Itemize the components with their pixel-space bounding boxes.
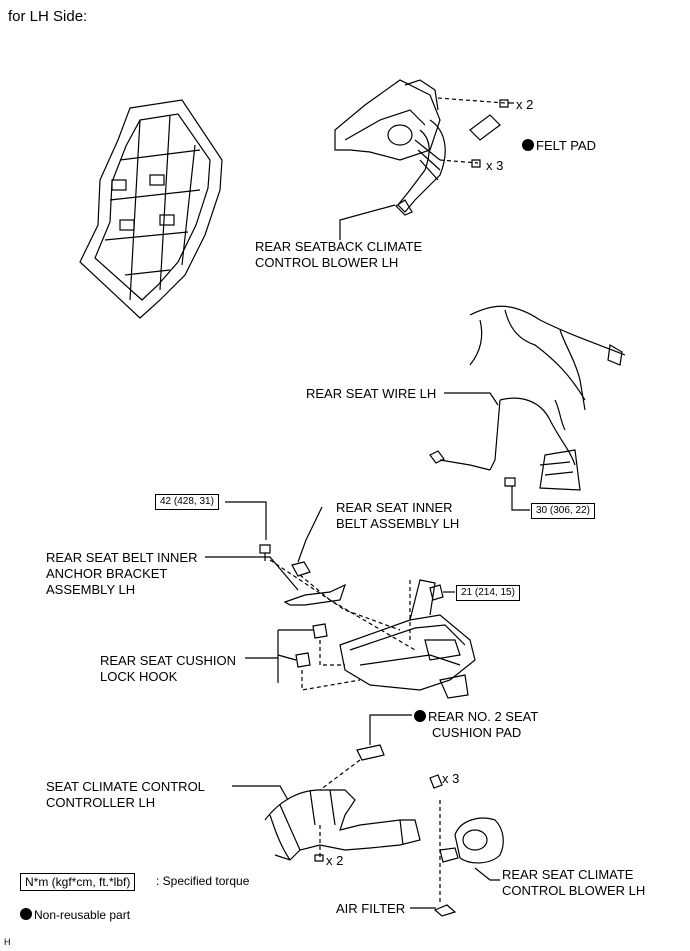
- torque-wire-bolt: 30 (306, 22): [531, 503, 595, 519]
- figure-code: H: [4, 937, 11, 947]
- cushion-pad-label-1: REAR NO. 2 SEAT: [414, 708, 538, 725]
- wire-label: REAR SEAT WIRE LH: [306, 386, 437, 401]
- bracket-label-3: ASSEMBLY LH: [46, 582, 136, 597]
- bolt-quantity-top: x 2: [516, 97, 534, 112]
- legend-nonreusable: Non-reusable part: [20, 907, 130, 924]
- seatback-frame: [79, 99, 223, 319]
- felt-pad-label: FELT PAD: [522, 137, 596, 154]
- lock-hook-label-1: REAR SEAT CUSHION: [100, 653, 237, 668]
- nut-quantity-bottom: x 3: [442, 771, 460, 786]
- non-reusable-dot-icon: [414, 710, 426, 722]
- lower-blower-label-2: CONTROL BLOWER LH: [502, 883, 646, 898]
- lower-blower: [439, 817, 504, 864]
- bracket-label-1: REAR SEAT BELT INNER: [46, 550, 198, 565]
- non-reusable-dot-icon: [522, 139, 534, 151]
- inner-belt-label-1: REAR SEAT INNER: [336, 500, 453, 515]
- cushion-pad-label-2: CUSHION PAD: [432, 725, 522, 740]
- non-reusable-dot-icon: [20, 908, 32, 920]
- bracket-label-2: ANCHOR BRACKET: [46, 566, 168, 581]
- upper-blower-label-2: CONTROL BLOWER LH: [255, 255, 399, 270]
- controller-label-1: SEAT CLIMATE CONTROL: [46, 779, 205, 794]
- wire-harness: [429, 305, 626, 491]
- bolt-quantity-bottom: x 2: [326, 853, 344, 868]
- controller-label-2: CONTROLLER LH: [46, 795, 156, 810]
- cushion-frame: [339, 579, 476, 699]
- torque-frame-nut: 21 (214, 15): [456, 585, 520, 601]
- legend-torque-box: N*m (kgf*cm, ft.*lbf): [20, 873, 136, 891]
- legend-torque-text: : Specified torque: [156, 874, 250, 888]
- lower-blower-label-1: REAR SEAT CLIMATE: [502, 867, 634, 882]
- inner-belt-label-2: BELT ASSEMBLY LH: [336, 516, 460, 531]
- torque-belt-bolt: 42 (428, 31): [155, 494, 219, 510]
- upper-blower-label-1: REAR SEATBACK CLIMATE: [255, 239, 423, 254]
- controller-duct: [264, 789, 421, 861]
- air-filter-label: AIR FILTER: [336, 901, 406, 916]
- page-title: for LH Side:: [8, 8, 88, 25]
- upper-blower: [334, 79, 446, 216]
- lock-hook-label-2: LOCK HOOK: [100, 669, 178, 684]
- nut-quantity-top: x 3: [486, 158, 504, 173]
